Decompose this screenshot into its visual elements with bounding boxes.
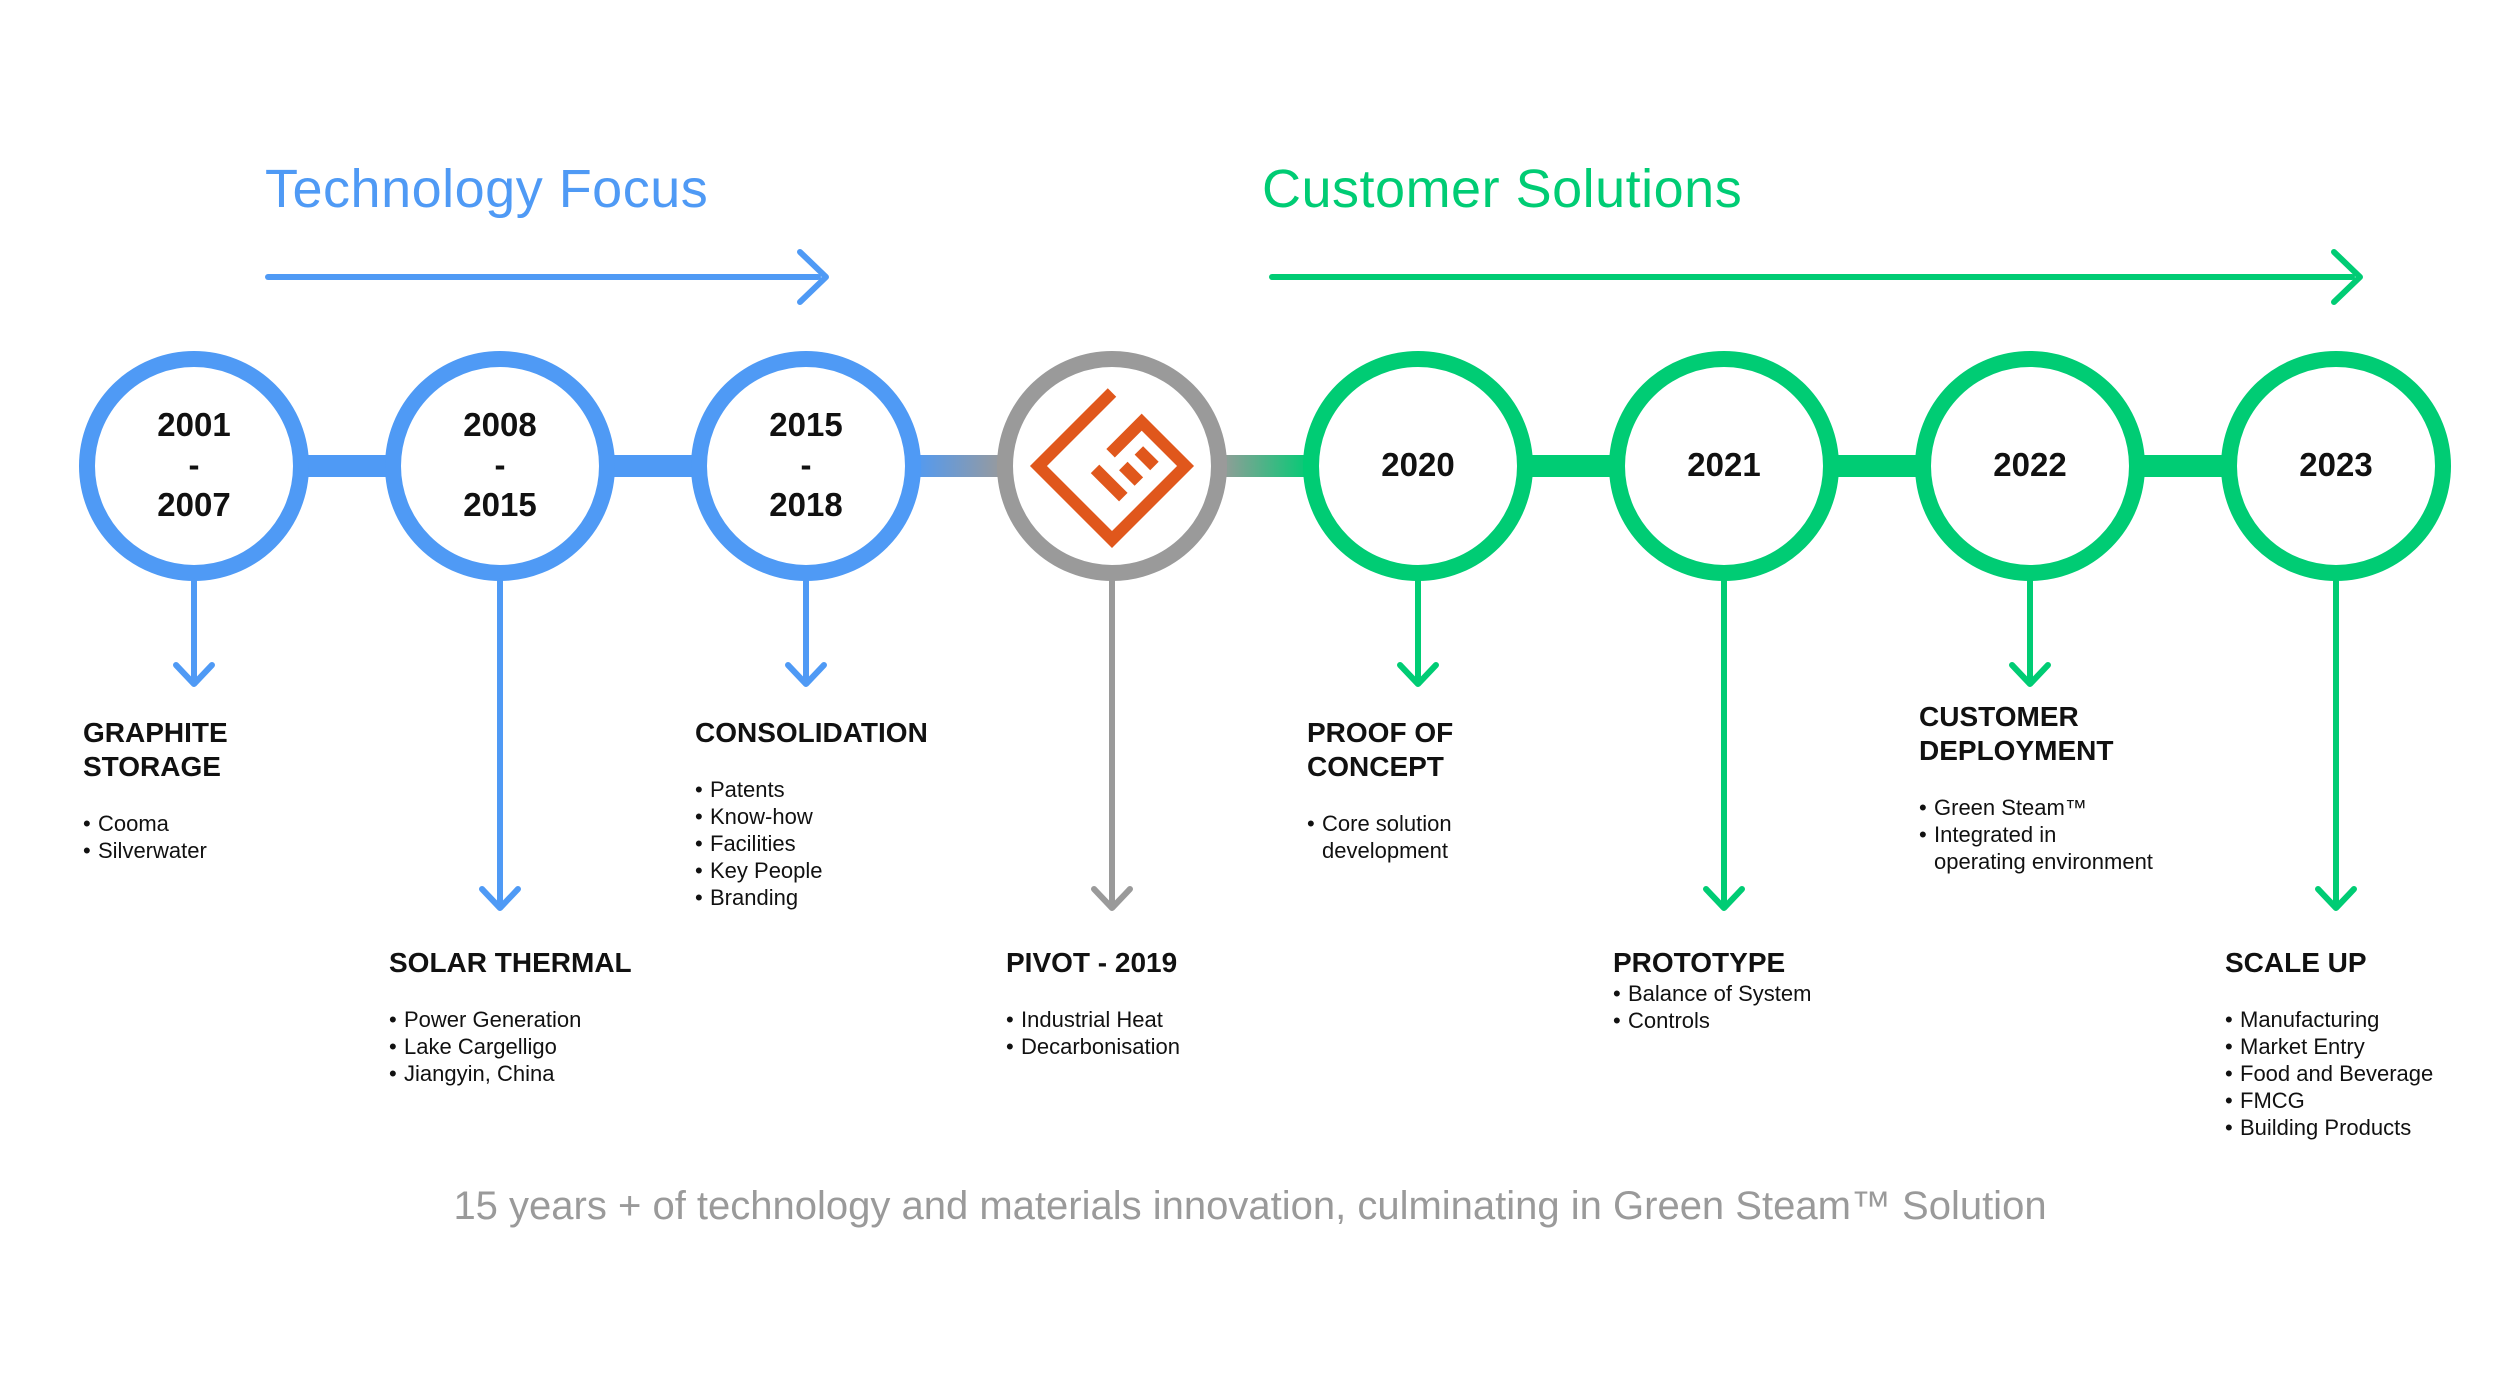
milestone-prototype: PROTOTYPE •Balance of System •Controls bbox=[1613, 946, 1811, 1034]
year-end: 2018 bbox=[769, 486, 843, 523]
technology-arrow bbox=[265, 249, 829, 305]
list-item: •Know-how bbox=[695, 804, 813, 829]
milestone-title-line2: DEPLOYMENT bbox=[1919, 735, 2114, 766]
milestone-circle-1 bbox=[79, 351, 309, 581]
list-item: •Power Generation bbox=[389, 1007, 582, 1032]
list-item: •Manufacturing bbox=[2225, 1007, 2380, 1032]
milestone-customer-deployment: CUSTOMER DEPLOYMENT •Green Steam™ •Integ… bbox=[1919, 700, 2153, 875]
list-item: •Cooma bbox=[83, 811, 169, 836]
milestone-title: CUSTOMER bbox=[1919, 701, 2079, 732]
bullet-list: •Patents •Know-how •Facilities •Key Peop… bbox=[695, 776, 928, 911]
list-item: •Market Entry bbox=[2225, 1034, 2365, 1059]
milestone-title-line2: CONCEPT bbox=[1307, 751, 1444, 782]
milestone-scale-up: SCALE UP •Manufacturing •Market Entry •F… bbox=[2225, 946, 2433, 1141]
bullet-list: •Industrial Heat •Decarbonisation bbox=[1006, 1006, 1180, 1060]
customer-arrow bbox=[1269, 249, 2363, 305]
year-label-5: 2020 bbox=[1381, 446, 1455, 483]
milestone-circle-7 bbox=[1915, 351, 2145, 581]
year-end: 2015 bbox=[463, 486, 537, 523]
year-label-3: 2015 - 2018 bbox=[726, 405, 886, 525]
customer-solutions-heading: Customer Solutions bbox=[1262, 159, 1743, 219]
connector-3 bbox=[912, 455, 1005, 477]
down-arrow-1 bbox=[173, 578, 215, 687]
year-label-2: 2008 - 2015 bbox=[420, 405, 580, 525]
green-steam-logo-icon bbox=[1029, 388, 1195, 549]
down-arrow-8 bbox=[2315, 578, 2357, 911]
footer-caption: 15 years + of technology and materials i… bbox=[453, 1184, 2047, 1228]
milestone-circle-5 bbox=[1303, 351, 1533, 581]
milestone-title: SCALE UP bbox=[2225, 947, 2367, 978]
list-item: •Silverwater bbox=[83, 838, 207, 863]
list-item: •Key People bbox=[695, 858, 823, 883]
milestone-title: PIVOT - 2019 bbox=[1006, 947, 1178, 978]
list-item: •Controls bbox=[1613, 1008, 1710, 1033]
list-item: •Industrial Heat bbox=[1006, 1007, 1163, 1032]
connector-7 bbox=[2136, 455, 2229, 477]
list-item: •Facilities bbox=[695, 831, 796, 856]
milestone-title: CONSOLIDATION bbox=[695, 717, 928, 748]
down-arrow-6 bbox=[1703, 578, 1745, 911]
list-item: •Patents bbox=[695, 777, 785, 802]
year-end: 2007 bbox=[157, 486, 231, 523]
bullet-list: •Balance of System •Controls bbox=[1613, 980, 1811, 1034]
milestone-graphite-storage: GRAPHITE STORAGE •Cooma •Silverwater bbox=[83, 716, 228, 864]
technology-focus-heading: Technology Focus bbox=[265, 159, 709, 219]
list-item: •Lake Cargelligo bbox=[389, 1034, 557, 1059]
milestone-proof-of-concept: PROOF OF CONCEPT •Core solution developm… bbox=[1307, 716, 1453, 864]
year-dash: - bbox=[800, 446, 812, 483]
bullet-list: •Green Steam™ •Integrated in operating e… bbox=[1919, 794, 2153, 875]
year-start: 2008 bbox=[463, 406, 537, 443]
year-dash: - bbox=[494, 446, 506, 483]
milestone-pivot: PIVOT - 2019 •Industrial Heat •Decarboni… bbox=[1006, 946, 1180, 1060]
down-arrow-4 bbox=[1091, 578, 1133, 911]
connector-4 bbox=[1218, 455, 1311, 477]
bullet-list: •Cooma •Silverwater bbox=[83, 810, 228, 864]
milestone-circle-4 bbox=[997, 351, 1227, 581]
milestone-title-line2: STORAGE bbox=[83, 751, 221, 782]
list-item: •Green Steam™ bbox=[1919, 795, 2087, 820]
list-item: •FMCG bbox=[2225, 1088, 2305, 1113]
milestone-title: GRAPHITE bbox=[83, 717, 228, 748]
milestone-circle-3 bbox=[691, 351, 921, 581]
list-item: •Branding bbox=[695, 885, 799, 910]
list-item: •Balance of System bbox=[1613, 981, 1812, 1006]
down-arrow-7 bbox=[2009, 578, 2051, 687]
milestone-circle-6 bbox=[1609, 351, 1839, 581]
milestone-title: PROTOTYPE bbox=[1613, 947, 1786, 978]
year-start: 2015 bbox=[769, 406, 843, 443]
list-item: •Integrated in bbox=[1919, 822, 2057, 847]
milestone-title: SOLAR THERMAL bbox=[389, 947, 632, 978]
milestone-circle-8 bbox=[2221, 351, 2451, 581]
milestone-consolidation: CONSOLIDATION •Patents •Know-how •Facili… bbox=[695, 716, 928, 911]
milestone-title: PROOF OF bbox=[1307, 717, 1454, 748]
list-item: •Food and Beverage bbox=[2225, 1061, 2434, 1086]
connector-6 bbox=[1830, 455, 1923, 477]
down-arrow-3 bbox=[785, 578, 827, 687]
bullet-list: •Manufacturing •Market Entry •Food and B… bbox=[2225, 1006, 2433, 1141]
list-item-continuation: operating environment bbox=[1934, 849, 2153, 874]
connector-5 bbox=[1524, 455, 1617, 477]
connector-1 bbox=[300, 455, 393, 477]
list-item: •Core solution bbox=[1307, 811, 1452, 836]
year-start: 2001 bbox=[157, 406, 231, 443]
down-arrow-5 bbox=[1397, 578, 1439, 687]
connector-2 bbox=[606, 455, 699, 477]
bullet-list: •Core solution development bbox=[1307, 810, 1453, 864]
list-item: •Decarbonisation bbox=[1006, 1034, 1180, 1059]
bullet-list: •Power Generation •Lake Cargelligo •Jian… bbox=[389, 1006, 632, 1087]
year-dash: - bbox=[188, 446, 200, 483]
list-item-continuation: development bbox=[1322, 838, 1448, 863]
milestone-solar-thermal: SOLAR THERMAL •Power Generation •Lake Ca… bbox=[389, 946, 632, 1087]
year-label-6: 2021 bbox=[1687, 446, 1761, 483]
list-item: •Building Products bbox=[2225, 1115, 2412, 1140]
list-item: •Jiangyin, China bbox=[389, 1061, 555, 1086]
year-label-7: 2022 bbox=[1993, 446, 2067, 483]
year-label-1: 2001 - 2007 bbox=[114, 405, 274, 525]
milestone-circle-2 bbox=[385, 351, 615, 581]
down-arrow-2 bbox=[479, 578, 521, 911]
year-label-8: 2023 bbox=[2299, 446, 2373, 483]
